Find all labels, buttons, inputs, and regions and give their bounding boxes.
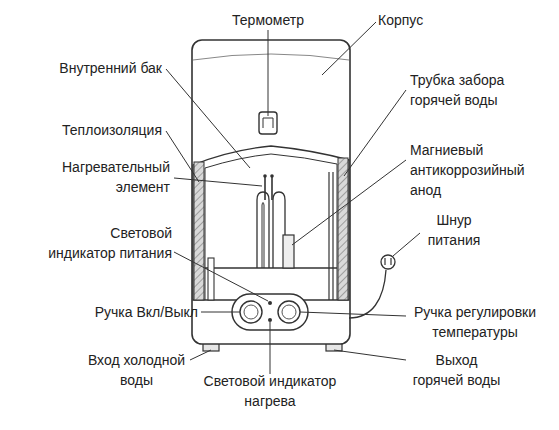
insulation-layer — [194, 162, 204, 300]
heater-body — [192, 40, 350, 344]
indicator-light — [268, 301, 272, 305]
part-label: Ручка регулировки температуры — [410, 302, 540, 342]
power-cord — [349, 270, 386, 318]
heating-element — [257, 192, 269, 268]
part-label: Вход холодной воды — [84, 350, 189, 390]
probe-tip — [263, 174, 267, 178]
part-label: Трубка забора горячей воды — [410, 70, 522, 110]
part-label: Корпус — [378, 10, 458, 30]
thermometer-dial — [263, 118, 273, 128]
body-top-edge — [193, 54, 349, 60]
part-label: Световой индикатор питания — [44, 223, 172, 263]
temperature-knob — [278, 301, 300, 323]
thermostat-probe — [264, 176, 266, 200]
leader-line — [270, 322, 271, 374]
part-label: Шнур питания — [418, 210, 490, 250]
indicator-light — [268, 318, 272, 322]
part-label: Термометр — [218, 10, 318, 30]
plug-pin — [390, 258, 391, 265]
leader-line — [190, 350, 211, 360]
hot-water-pipe — [332, 172, 333, 300]
anode-rod — [283, 235, 294, 268]
power-knob — [244, 305, 258, 319]
part-label: Выход горячей воды — [410, 350, 503, 390]
part-label: Нагревательный элемент — [50, 157, 170, 197]
hot-water-pipe — [328, 172, 329, 300]
inner-tank — [205, 154, 337, 168]
probe-tip — [270, 174, 274, 178]
inner-tank — [337, 164, 338, 300]
tank-flange — [205, 267, 337, 268]
cutaway-section — [193, 146, 349, 300]
heating-element — [262, 203, 264, 269]
part-label: Ручка Вкл/Выкл — [48, 302, 198, 322]
part-label: Световой индикатор нагрева — [200, 371, 340, 411]
insulation-layer — [338, 158, 348, 300]
leader-line — [268, 30, 269, 116]
leader-line — [300, 312, 406, 316]
thermostat-probe — [271, 176, 273, 200]
plug-pin — [384, 258, 385, 265]
part-label: Теплоизоляция — [22, 120, 162, 140]
power-plug — [381, 255, 395, 269]
leader-line — [166, 131, 199, 182]
leader-line — [174, 252, 268, 301]
cold-water-pipe — [208, 258, 214, 300]
power-knob — [240, 301, 262, 323]
leader-line — [174, 178, 262, 186]
part-label: Магниевый антикоррозийный анод — [410, 140, 535, 200]
leader-line — [344, 90, 406, 176]
leader-line — [393, 233, 420, 256]
leader-lines — [166, 22, 420, 374]
leader-line — [292, 160, 406, 245]
inner-tank — [205, 168, 206, 300]
leader-line — [334, 350, 406, 360]
part-label: Внутренний бак — [22, 58, 162, 78]
leader-line — [322, 22, 376, 75]
temperature-knob — [282, 305, 296, 319]
leader-line — [201, 312, 240, 313]
leader-line — [166, 69, 250, 168]
